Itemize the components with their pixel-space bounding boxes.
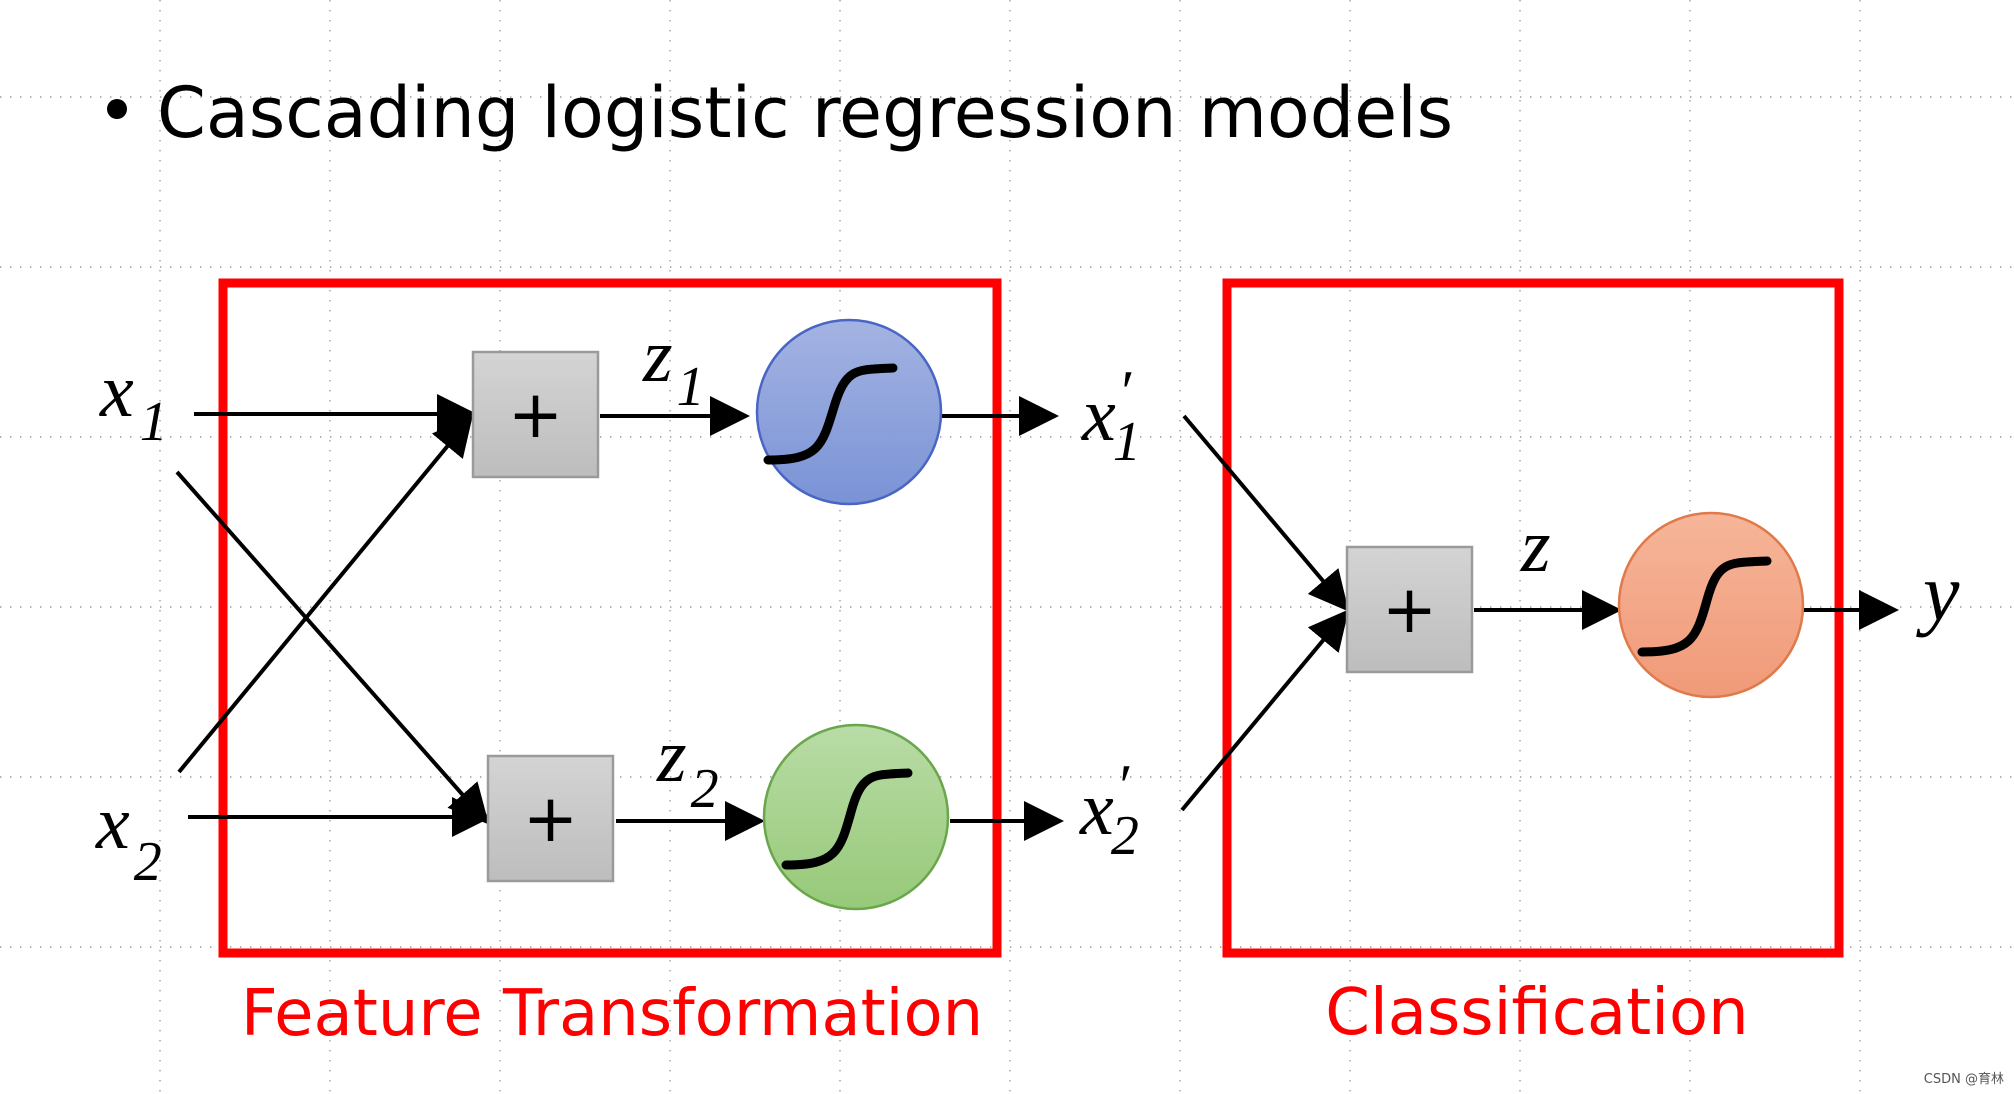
plus-symbol: + <box>523 780 578 857</box>
watermark-text: CSDN @育林 <box>1924 1071 2004 1087</box>
bullet-icon <box>107 99 127 119</box>
sigmoid-node-1 <box>755 318 943 506</box>
sigmoid-curve-icon <box>1637 556 1772 657</box>
output-y-label: y <box>1916 547 1960 638</box>
plus-symbol: + <box>508 376 563 453</box>
edge-x1prime-to-sum <box>1182 414 1349 612</box>
plus-symbol: + <box>1382 571 1437 648</box>
sigmoid-node-classifier <box>1617 511 1805 699</box>
hidden-edges <box>600 396 1064 841</box>
sum-box <box>486 754 615 883</box>
sigmoid-curve-icon <box>781 768 913 870</box>
classifier-edges <box>1180 414 1899 812</box>
classification-caption: Classification <box>1325 976 1748 1050</box>
x1-prime-label: x′1 <box>1081 359 1141 473</box>
edge-x2-to-sum1 <box>177 415 473 774</box>
neuron-circle <box>1617 511 1805 699</box>
x2-prime-label: x′2 <box>1079 753 1139 867</box>
z1-label: z1 <box>642 314 705 418</box>
z2-label: z2 <box>656 714 719 820</box>
slide-title: Cascading logistic regression models <box>157 72 1453 154</box>
neuron-circle <box>755 318 943 506</box>
feature-transformation-frame <box>218 278 1002 958</box>
edge-x2prime-to-sum <box>1180 609 1349 812</box>
sum-node-1: + <box>471 350 600 479</box>
neuron-circle <box>762 723 950 911</box>
sigmoid-curve-icon <box>763 363 898 465</box>
input-x2-label: x2 <box>95 781 162 893</box>
sum-box <box>1345 545 1474 674</box>
input-edges <box>175 394 492 837</box>
z-label: z <box>1520 504 1551 588</box>
sum-node-2: + <box>486 754 615 883</box>
sum-node-classifier: + <box>1345 545 1474 674</box>
sum-box <box>471 350 600 479</box>
feature-transformation-caption: Feature Transformation <box>241 977 983 1051</box>
edge-x1-to-sum2 <box>175 470 489 825</box>
classification-frame <box>1222 278 1844 958</box>
sigmoid-node-2 <box>762 723 950 911</box>
